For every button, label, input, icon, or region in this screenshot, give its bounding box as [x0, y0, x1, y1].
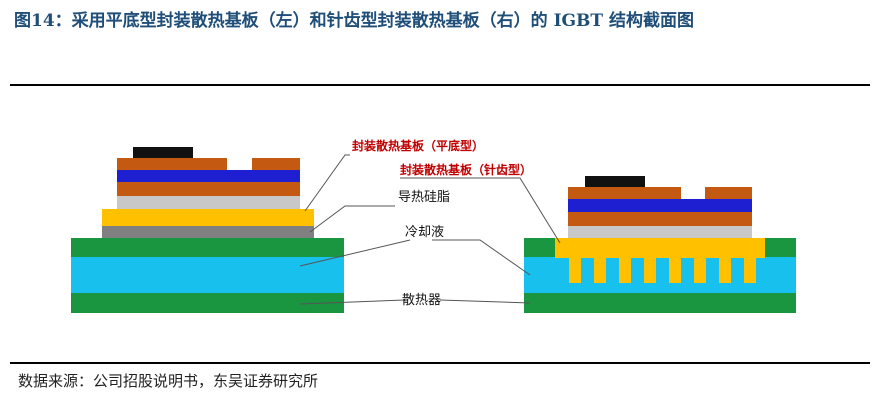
- leader-flat-substrate: [304, 154, 350, 212]
- pin-fin: [694, 257, 706, 283]
- right-bottom-copper: [568, 212, 752, 226]
- leader-pinfin-substrate: [400, 177, 561, 244]
- right-top-copper-right: [705, 187, 752, 199]
- label-heatsink: 散热器: [402, 293, 441, 308]
- leader-heatsink-left: [299, 299, 406, 305]
- left-top-copper-right: [252, 158, 300, 170]
- right-module-pinfin: [524, 176, 796, 313]
- figure-title: 图14：采用平底型封装散热基板（左）和针齿型封装散热基板（右）的 IGBT 结构…: [14, 11, 694, 31]
- source-note: 数据来源：公司招股说明书，东吴证券研究所: [18, 372, 319, 390]
- pin-fin: [619, 257, 631, 283]
- pin-fin: [644, 257, 656, 283]
- left-heatsink-bottom: [71, 293, 344, 313]
- right-solder-layer: [568, 226, 752, 238]
- label-coolant: 冷却液: [405, 225, 444, 240]
- right-heatsink-top-right: [765, 238, 796, 257]
- right-chip: [585, 176, 645, 188]
- label-flat-substrate: 封装散热基板（平底型）: [352, 138, 484, 153]
- right-top-copper-left: [568, 187, 681, 199]
- right-heatsink-top-left: [524, 238, 555, 257]
- left-heatsink-top: [71, 238, 344, 257]
- left-flat-substrate: [102, 209, 314, 226]
- pin-fin: [594, 257, 606, 283]
- left-module-flat: [71, 147, 344, 313]
- left-coolant-channel: [71, 257, 344, 293]
- leader-coolant-right: [432, 239, 531, 276]
- left-ceramic-layer: [117, 170, 300, 182]
- left-chip: [133, 147, 193, 159]
- top-divider: [10, 84, 870, 86]
- pin-fin: [669, 257, 681, 283]
- leader-thermal-grease: [309, 205, 395, 233]
- label-pinfin-substrate: 封装散热基板（针齿型）: [400, 162, 532, 177]
- pin-fin: [719, 257, 731, 283]
- pin-fin: [569, 257, 581, 283]
- left-solder-layer: [117, 196, 300, 209]
- right-ceramic-layer: [568, 199, 752, 212]
- left-thermal-grease: [102, 226, 314, 238]
- left-top-copper-left: [117, 158, 227, 170]
- leader-lines: [299, 154, 561, 305]
- right-heatsink-bottom: [524, 293, 796, 313]
- leader-coolant-left: [299, 239, 411, 267]
- right-pinfin-substrate-plate: [555, 238, 765, 258]
- label-thermal-grease: 导热硅脂: [398, 190, 450, 205]
- left-bottom-copper: [117, 182, 300, 196]
- bottom-divider: [10, 362, 870, 364]
- pin-fin: [744, 257, 756, 283]
- leader-heatsink-right: [439, 299, 531, 304]
